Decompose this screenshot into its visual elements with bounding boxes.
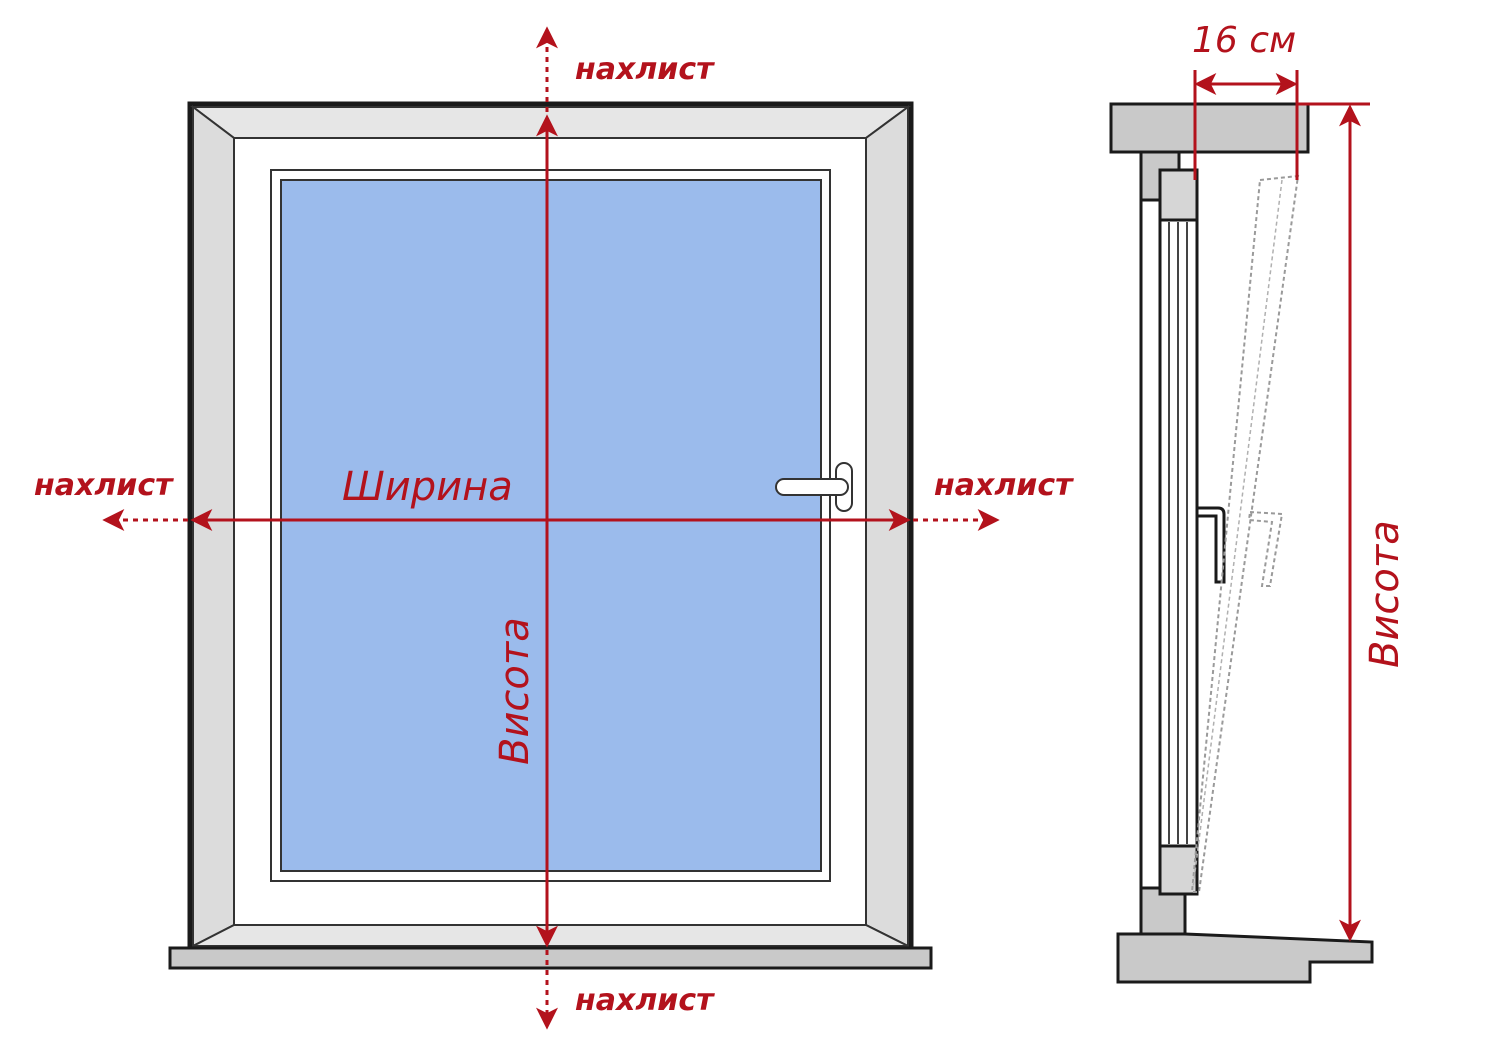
- overlap-label-bottom: нахлист: [575, 983, 715, 1018]
- front-measurements: [102, 26, 1000, 1030]
- window-side-view: [1109, 102, 1374, 984]
- height-label-side: Висота: [1362, 520, 1408, 668]
- window-sill: [168, 946, 933, 970]
- side-tilted-sash: [1190, 174, 1300, 893]
- side-top-wall: [1109, 102, 1310, 154]
- overlap-label-right: нахлист: [934, 468, 1074, 503]
- window-front-view: [168, 101, 933, 970]
- reveal-bottom: [192, 924, 909, 947]
- reveal-right: [865, 105, 909, 948]
- side-tilted-sash-inner: [1192, 179, 1283, 889]
- side-frame-top: [1158, 168, 1199, 222]
- side-tilted-handle: [1247, 510, 1284, 587]
- depth-label: 16 см: [1192, 20, 1296, 61]
- height-label-front: Висота: [492, 617, 538, 765]
- glass-pane: [280, 179, 822, 872]
- side-frame-bottom: [1158, 844, 1199, 896]
- width-label: Ширина: [342, 464, 513, 510]
- side-measurements: [1193, 70, 1370, 942]
- overlap-label-top: нахлист: [575, 52, 715, 87]
- window-handle: [775, 462, 853, 512]
- overlap-label-left: нахлист: [34, 468, 174, 503]
- side-handle: [1195, 506, 1226, 584]
- reveal-left: [192, 104, 235, 948]
- reveal-top: [190, 106, 912, 139]
- side-sill: [1116, 932, 1374, 984]
